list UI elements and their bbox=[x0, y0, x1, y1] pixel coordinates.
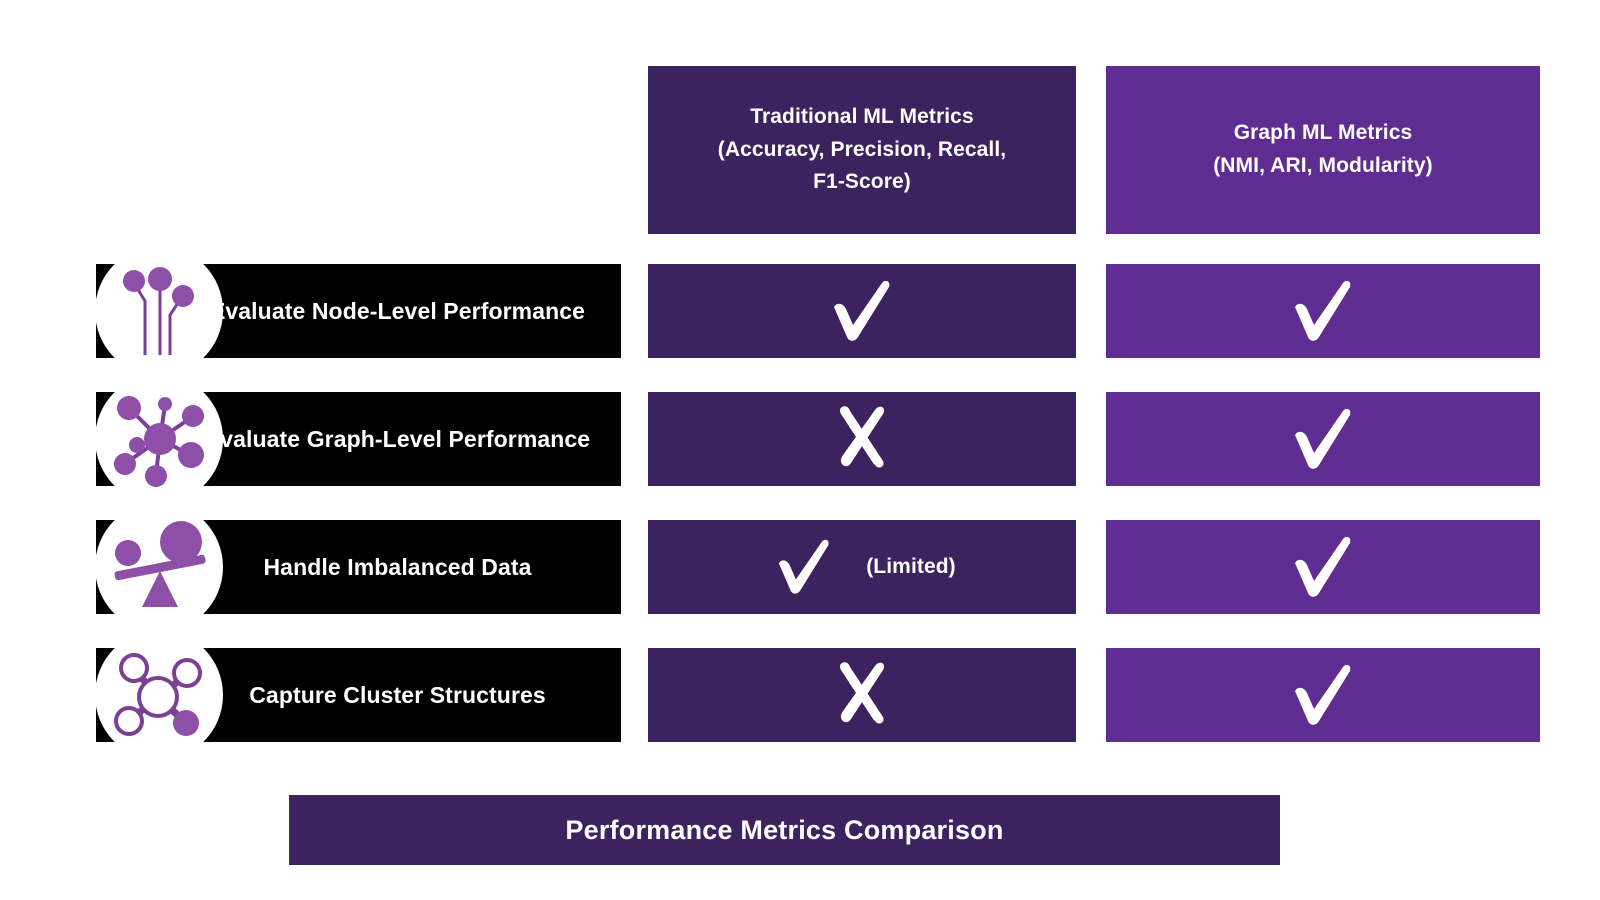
cross-icon bbox=[829, 401, 895, 478]
row-label-text: Evaluate Node-Level Performance bbox=[209, 297, 586, 324]
column-subtitle-line1: (Accuracy, Precision, Recall, bbox=[717, 137, 1007, 161]
row-label-capture-cluster-structures: Capture Cluster Structures bbox=[95, 630, 621, 760]
cell-traditional-capture-cluster-structures bbox=[648, 648, 1076, 742]
cell-graph-evaluate-graph-level-performance bbox=[1106, 392, 1540, 486]
imbalanced-scale-icon bbox=[104, 504, 216, 630]
check-icon bbox=[768, 530, 840, 605]
row-label-handle-imbalanced-data: Handle Imbalanced Data bbox=[95, 502, 621, 632]
network-hub-icon bbox=[104, 376, 216, 502]
cell-traditional-evaluate-node-level-performance bbox=[648, 264, 1076, 358]
column-title: Graph ML Metrics bbox=[1233, 121, 1413, 145]
check-icon bbox=[1283, 271, 1363, 352]
footer-banner: Performance Metrics Comparison bbox=[289, 795, 1280, 865]
cell-traditional-handle-imbalanced-data: (Limited) bbox=[648, 520, 1076, 614]
row-label-evaluate-graph-level-performance: Evaluate Graph-Level Performance bbox=[95, 374, 621, 504]
row-label-evaluate-node-level-performance: Evaluate Node-Level Performance bbox=[95, 246, 621, 376]
column-header-traditional-ml: Traditional ML Metrics (Accuracy, Precis… bbox=[648, 66, 1076, 234]
column-title: Traditional ML Metrics bbox=[750, 105, 974, 129]
cross-icon bbox=[829, 657, 895, 734]
check-icon bbox=[1283, 655, 1363, 736]
check-icon bbox=[1283, 527, 1363, 608]
cell-graph-evaluate-node-level-performance bbox=[1106, 264, 1540, 358]
row-label-text: Capture Cluster Structures bbox=[249, 681, 546, 708]
check-icon bbox=[1283, 399, 1363, 480]
column-subtitle-line1: (NMI, ARI, Modularity) bbox=[1213, 154, 1433, 177]
column-subtitle-line2: F1-Score) bbox=[813, 170, 911, 194]
circuit-nodes-icon bbox=[104, 248, 216, 374]
column-header-graph-ml: Graph ML Metrics (NMI, ARI, Modularity) bbox=[1106, 66, 1540, 234]
cell-traditional-evaluate-graph-level-performance bbox=[648, 392, 1076, 486]
footer-title: Performance Metrics Comparison bbox=[565, 814, 1004, 845]
cluster-molecule-icon bbox=[104, 632, 216, 758]
cell-graph-handle-imbalanced-data bbox=[1106, 520, 1540, 614]
cell-note-limited: (Limited) bbox=[866, 555, 956, 578]
cell-graph-capture-cluster-structures bbox=[1106, 648, 1540, 742]
check-icon bbox=[822, 271, 902, 352]
row-label-text: Handle Imbalanced Data bbox=[263, 553, 532, 580]
row-label-text: Evaluate Graph-Level Performance bbox=[204, 425, 591, 452]
